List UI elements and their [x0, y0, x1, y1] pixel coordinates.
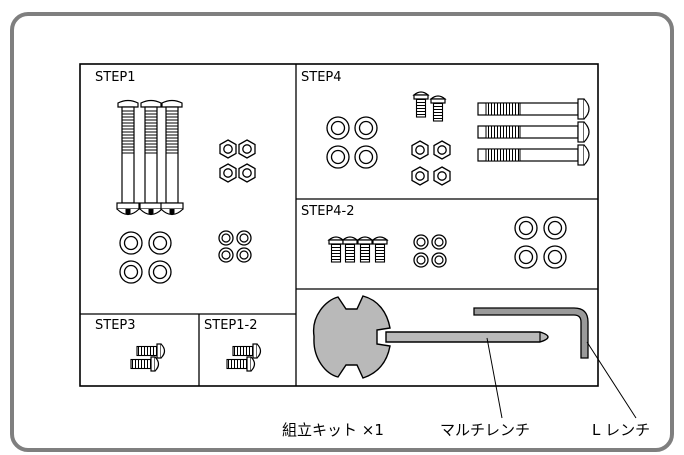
washer-icon — [119, 230, 252, 284]
multi-wrench-icon — [312, 295, 549, 379]
panel-label-step1: STEP1 — [95, 70, 136, 85]
leader-lines — [486, 337, 637, 419]
bolt-icon — [477, 98, 590, 166]
bolt-icon — [130, 343, 262, 372]
washer-icon — [326, 116, 378, 169]
panel-label-step4-2: STEP4-2 — [301, 204, 355, 219]
panel-dividers — [80, 64, 598, 386]
bolt-icon — [413, 91, 446, 122]
panel-label-step3: STEP3 — [95, 318, 136, 333]
outer-frame — [10, 12, 674, 452]
washer-icon — [413, 216, 567, 269]
caption-kit: 組立キット ×1 — [282, 421, 384, 439]
bolt-icon — [116, 99, 184, 216]
parts-board — [79, 63, 599, 387]
hex-nut-icon — [411, 140, 451, 186]
panel-label-step1-2: STEP1-2 — [204, 318, 258, 333]
l-wrench-icon — [473, 307, 589, 359]
bolt-icon — [328, 236, 388, 263]
panel-label-step4: STEP4 — [301, 70, 342, 85]
hex-nut-icon — [219, 139, 256, 183]
caption-multi-wrench: マルチレンチ — [440, 421, 531, 439]
caption-l-wrench: L レンチ — [592, 421, 651, 439]
